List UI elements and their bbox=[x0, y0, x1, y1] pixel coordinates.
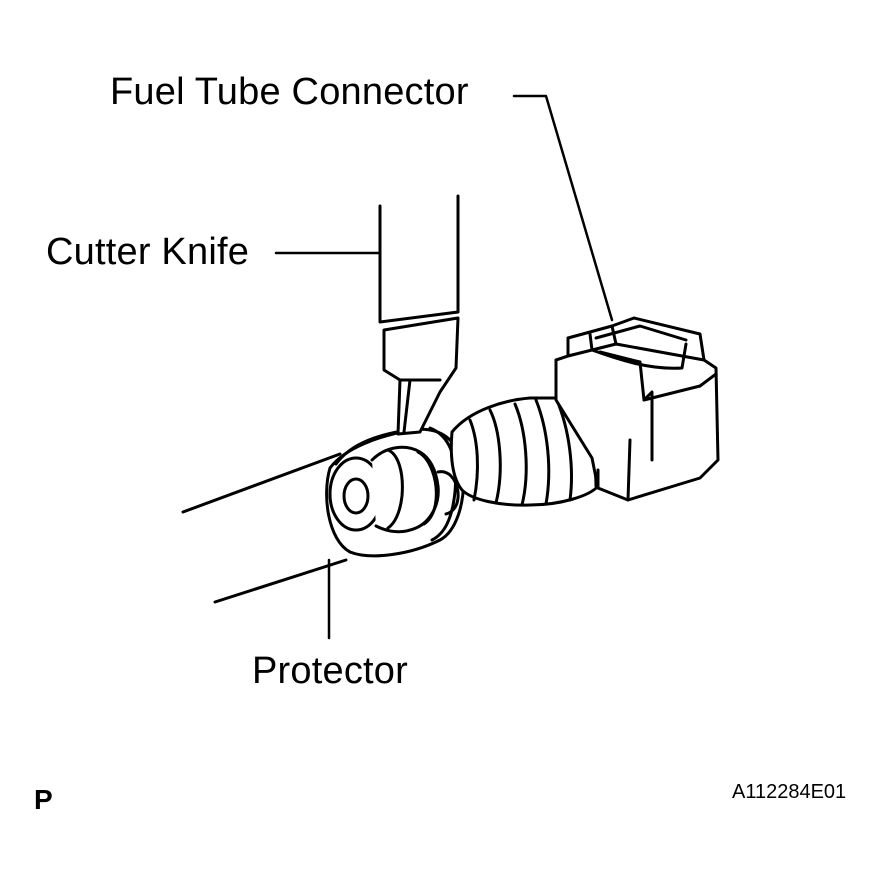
fuel-tube-connector-label: Fuel Tube Connector bbox=[110, 71, 469, 113]
view-code-label: P bbox=[34, 784, 53, 815]
connector-housing bbox=[554, 316, 720, 502]
fuel-tube bbox=[181, 452, 348, 604]
figure-id-label: A112284E01 bbox=[732, 781, 847, 803]
leader-fuel-tube-connector bbox=[512, 94, 614, 322]
protector-label: Protector bbox=[252, 650, 408, 692]
leader-lines bbox=[274, 94, 614, 640]
cutter-knife bbox=[378, 194, 460, 436]
cutter-knife-label: Cutter Knife bbox=[46, 231, 250, 273]
tube-pipe-end bbox=[328, 445, 460, 534]
